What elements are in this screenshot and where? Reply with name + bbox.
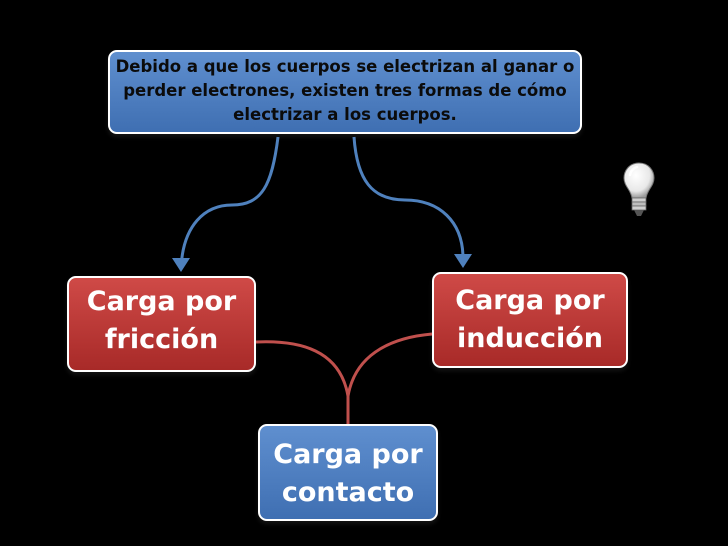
arrowhead-friccion xyxy=(172,258,190,272)
connector-induccion-contacto xyxy=(346,332,433,397)
node-carga-induccion: Carga por inducción xyxy=(432,272,628,368)
light-bulb-icon[interactable] xyxy=(622,161,656,219)
node-contacto-label: Carga por contacto xyxy=(273,439,423,508)
node-carga-contacto: Carga por contacto xyxy=(258,424,438,521)
intro-text: Debido a que los cuerpos se electrizan a… xyxy=(115,57,575,124)
node-induccion-label: Carga por inducción xyxy=(455,285,605,354)
node-friccion-label: Carga por fricción xyxy=(86,286,237,355)
node-carga-friccion: Carga por fricción xyxy=(67,276,256,372)
arrow-to-friccion xyxy=(179,136,280,269)
arrowhead-induccion xyxy=(454,254,472,268)
connector-friccion-contacto xyxy=(255,340,350,424)
arrow-to-induccion xyxy=(352,136,465,257)
intro-box: Debido a que los cuerpos se electrizan a… xyxy=(108,50,582,134)
